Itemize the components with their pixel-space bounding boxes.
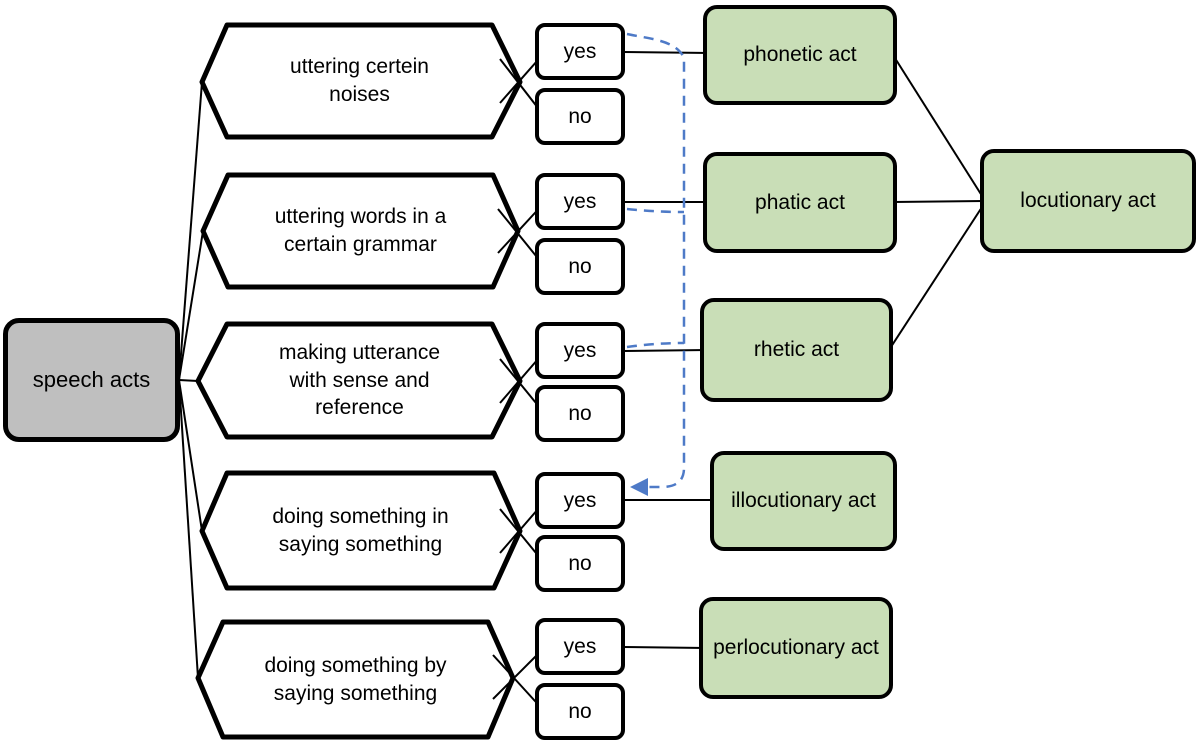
dashed-arrow-stub-row2 xyxy=(626,207,685,214)
result-node-phatic-act: phatic act xyxy=(703,152,897,253)
no-box-row3: no xyxy=(535,385,625,442)
root-node-speech-acts: speech acts xyxy=(3,318,180,442)
connector-phatic-locutionary xyxy=(892,200,985,203)
connector-root-row4 xyxy=(178,379,203,532)
root-fan-connectors xyxy=(178,81,204,679)
condition-label-2: uttering words in a certain grammar xyxy=(274,205,447,256)
yes-box-row3: yes xyxy=(535,322,625,379)
no-box-row2: no xyxy=(535,238,625,295)
condition-hexagon-1 xyxy=(199,22,523,140)
result-node-perlocutionary-act: perlocutionary act xyxy=(699,597,893,699)
result-node-phonetic-act: phonetic act xyxy=(703,5,897,105)
connector-root-row5 xyxy=(178,379,199,679)
result-node-rhetic-act: rhetic act xyxy=(700,298,893,402)
yes-box-row4: yes xyxy=(535,472,625,529)
connector-root-row3 xyxy=(178,379,199,382)
condition-label-3: making utterance with sense and referenc… xyxy=(278,340,441,420)
connector-root-row2 xyxy=(178,230,204,381)
dashed-arrow-stub-row3 xyxy=(626,341,685,349)
connector-yes3-rhetic xyxy=(622,349,708,352)
combined-node-locutionary-act: locutionary act xyxy=(980,149,1196,253)
yes-to-result-connectors xyxy=(622,51,715,649)
yes-box-row2: yes xyxy=(535,173,625,230)
no-box-row5: no xyxy=(535,683,625,740)
condition-label-5: doing something by saying something xyxy=(264,653,447,705)
connector-yes1-phonetic xyxy=(622,51,711,54)
result-node-illocutionary-act: illocutionary act xyxy=(710,451,897,551)
no-box-row1: no xyxy=(535,88,625,145)
dashed-arrowhead xyxy=(630,478,648,496)
connector-yes5-perlocutionary xyxy=(622,646,707,649)
connector-phonetic-locutionary xyxy=(892,54,985,200)
dashed-arrow-main-path xyxy=(626,32,686,489)
condition-label-1: uttering certein noises xyxy=(290,55,429,106)
connector-rhetic-locutionary xyxy=(888,203,985,351)
dashed-feedback-arrow xyxy=(626,32,686,489)
result-to-locutionary-connectors xyxy=(888,54,985,351)
connector-root-row1 xyxy=(178,81,203,381)
no-box-row4: no xyxy=(535,535,625,592)
yes-box-row5: yes xyxy=(535,618,625,675)
yes-box-row1: yes xyxy=(535,23,625,80)
condition-label-4: doing something in saying something xyxy=(272,504,449,556)
